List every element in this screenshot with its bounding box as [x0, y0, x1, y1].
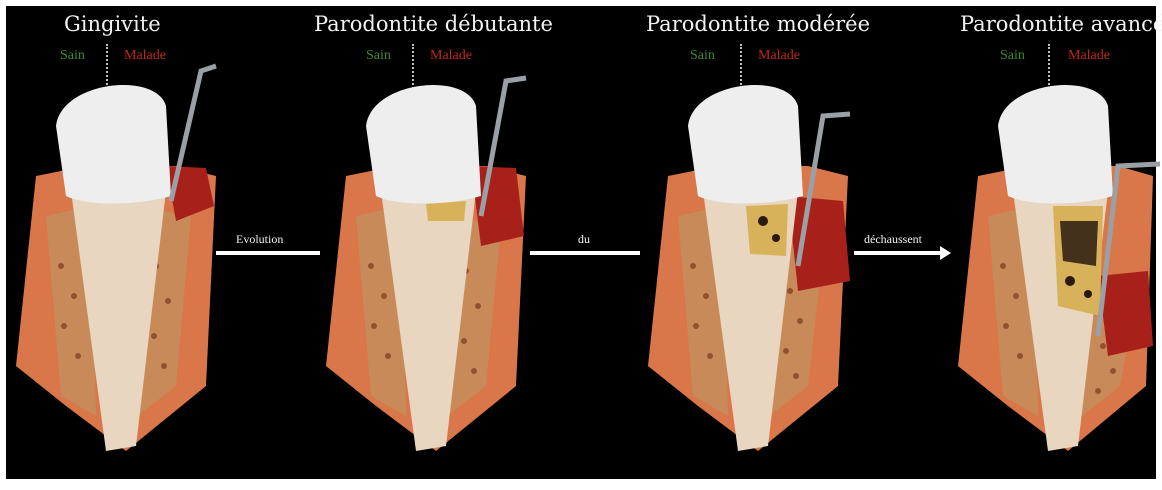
tooth-illustration-parodontite-avancee: [948, 56, 1162, 466]
arrow-line-1: [216, 251, 320, 255]
arrow-line-3: [854, 251, 942, 255]
stage-title-parodontite-avancee: Parodontite avancée: [960, 12, 1162, 36]
tooth-illustration-gingivite: [6, 56, 226, 466]
arrow-label-evolution: Evolution: [236, 232, 283, 247]
diagram-panel: Gingivite Sain Malade Evolution Paro: [6, 6, 1156, 479]
stage-title-gingivite: Gingivite: [64, 12, 161, 36]
stage-title-parodontite-debutante: Parodontite débutante: [314, 12, 553, 36]
tooth-illustration-parodontite-moderee: [638, 56, 858, 466]
arrow-label-du: du: [578, 232, 590, 247]
tooth-illustration-parodontite-debutante: [316, 56, 536, 466]
arrow-label-dechaussent: déchaussent: [864, 232, 922, 247]
arrow-line-2: [530, 251, 640, 255]
stage-title-parodontite-moderee: Parodontite modérée: [646, 12, 870, 36]
